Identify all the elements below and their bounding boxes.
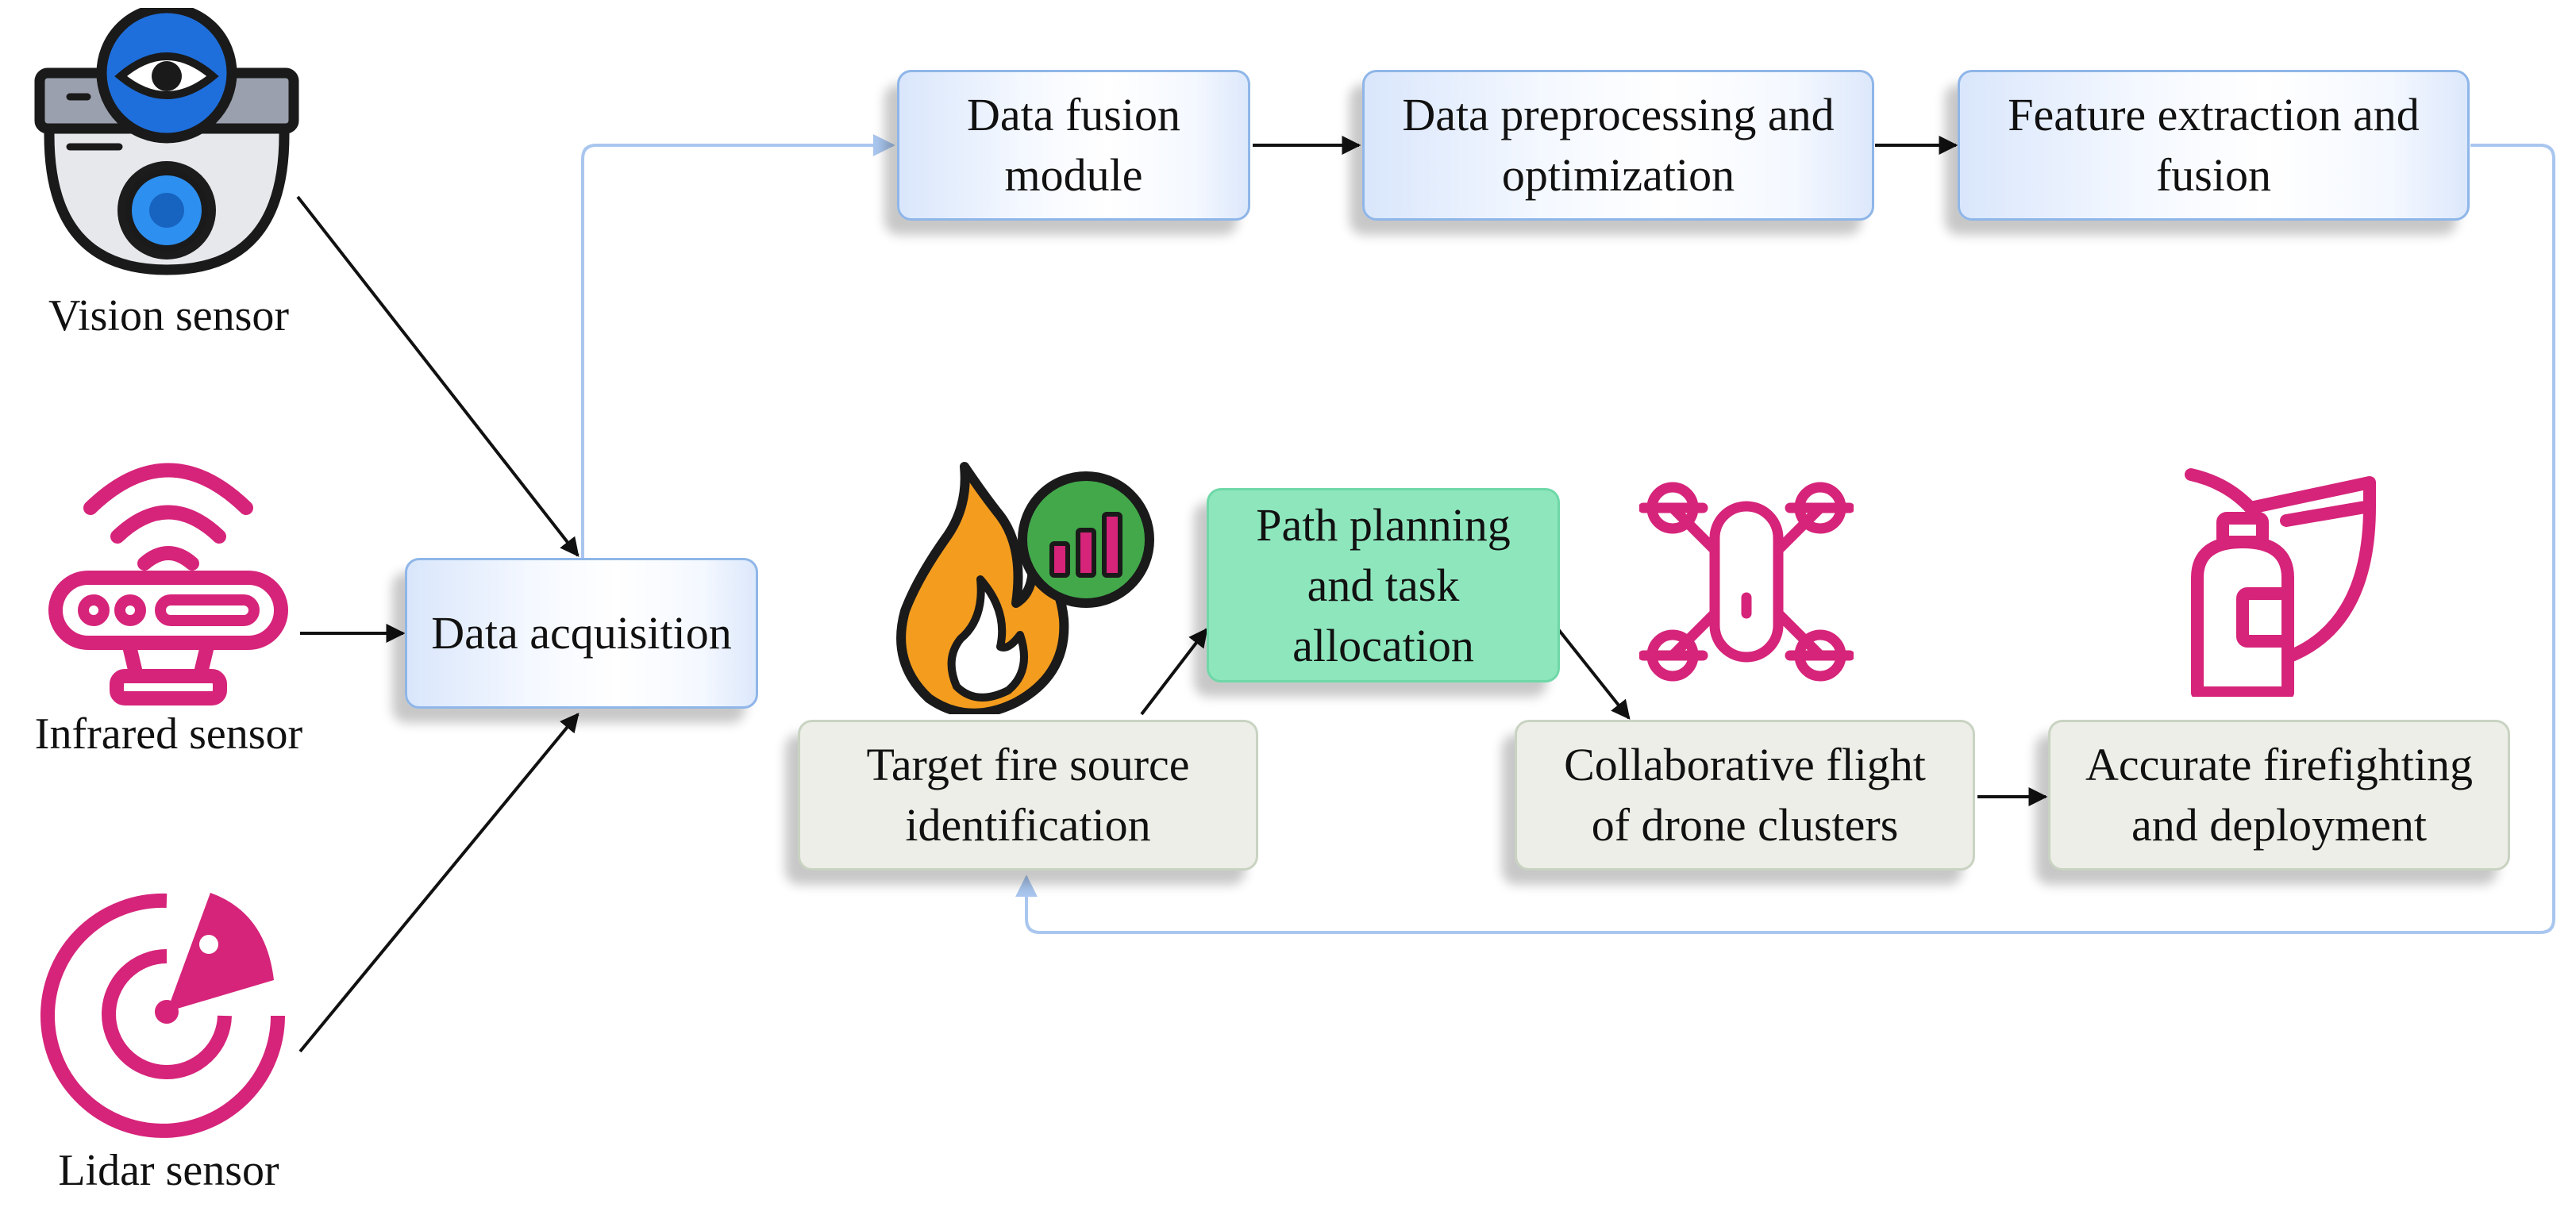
top-row-arrows — [1140, 136, 2048, 806]
path-planning-label: Path planning and task allocation — [1256, 498, 1511, 671]
data-preprocessing-box: Data preprocessing and optimization — [1362, 70, 1874, 221]
infrared-sensor-label: Infrared sensor — [34, 709, 303, 759]
feature-extraction-box: Feature extraction and fusion — [1958, 70, 2470, 221]
data-fusion-module-label: Data fusion module — [967, 89, 1180, 201]
target-identification-box: Target fire source identification — [798, 720, 1258, 871]
camera-icon — [34, 8, 299, 275]
collaborative-flight-box: Collaborative flight of drone clusters — [1515, 720, 1975, 871]
lidar-sensor-label: Lidar sensor — [58, 1146, 279, 1195]
drone-icon — [1639, 482, 1854, 682]
firefighting-deployment-label: Accurate firefighting and deployment — [2085, 739, 2473, 851]
fire-analytics-icon — [896, 462, 1154, 714]
data-preprocessing-label: Data preprocessing and optimization — [1402, 89, 1835, 201]
vision-sensor-label: Vision sensor — [48, 291, 290, 340]
path-planning-box: Path planning and task allocation — [1207, 488, 1560, 682]
data-acquisition-box: Data acquisition — [405, 558, 758, 709]
data-fusion-module-box: Data fusion module — [897, 70, 1250, 221]
fire-extinguisher-icon — [2185, 468, 2376, 697]
infrared-sensor-icon — [48, 463, 288, 705]
lidar-radar-icon — [40, 893, 285, 1138]
sensor-to-acquisition-arrows — [296, 195, 580, 1053]
data-acquisition-label: Data acquisition — [431, 607, 732, 659]
firefighting-deployment-box: Accurate firefighting and deployment — [2048, 720, 2510, 871]
feature-extraction-label: Feature extraction and fusion — [2008, 89, 2420, 201]
collaborative-flight-label: Collaborative flight of drone clusters — [1564, 739, 1926, 851]
feedback-connectors — [581, 134, 2555, 934]
target-identification-label: Target fire source identification — [866, 739, 1190, 851]
